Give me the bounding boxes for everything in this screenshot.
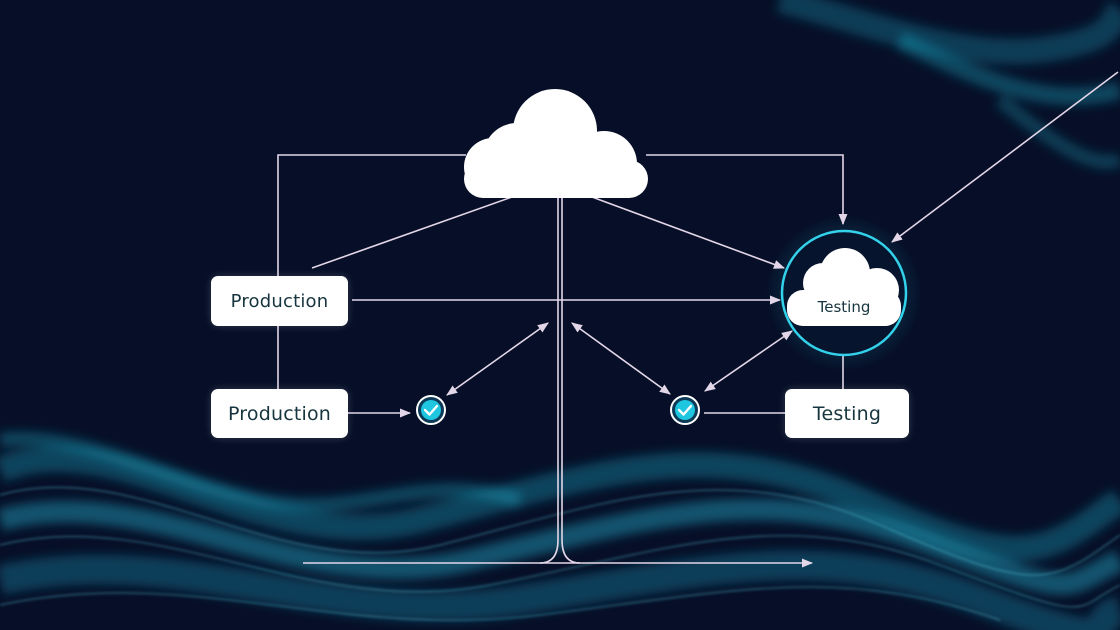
connector-left-frame [277, 154, 466, 276]
testing-cloud-label: Testing [817, 298, 871, 316]
production-node-bottom: Production [211, 389, 348, 438]
check-circle-icon [416, 395, 446, 425]
connector-check-right-2 [704, 330, 793, 392]
testing-node-label: Testing [812, 402, 882, 425]
connector-check-left [446, 322, 549, 396]
testing-node: Testing [785, 389, 909, 438]
production-node-top: Production [211, 276, 348, 326]
production-node-label: Production [230, 290, 329, 312]
cloud-icon [464, 89, 648, 198]
connector-external [891, 71, 1119, 243]
check-circle-icon [670, 395, 700, 425]
connector-right-frame [646, 154, 848, 226]
connector-cloud-to-testing [591, 196, 786, 269]
production-node-label: Production [227, 402, 332, 425]
testing-cloud-icon [787, 248, 901, 326]
connector-cloud-to-prod [311, 196, 513, 269]
connector-check-right [571, 322, 671, 395]
